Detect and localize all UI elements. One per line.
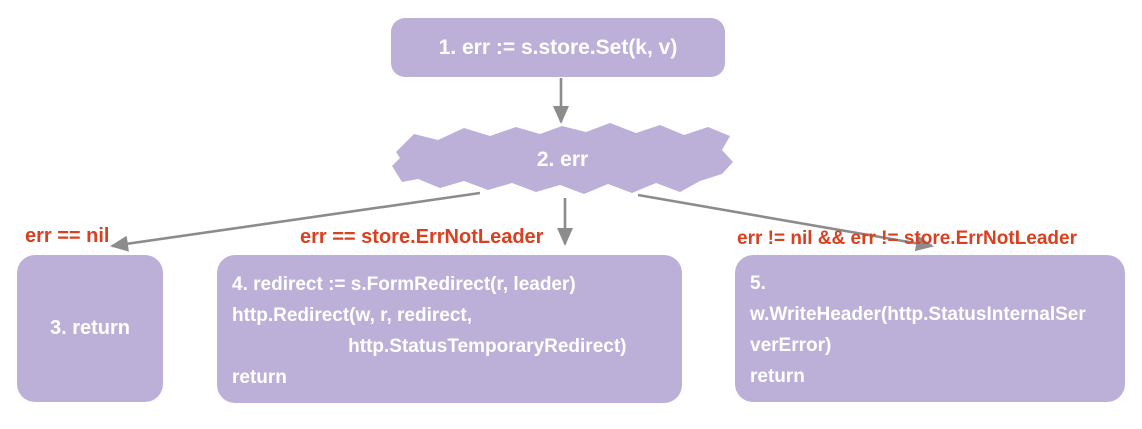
node-step3-return: 3. return (17, 255, 163, 402)
condition-err-other: err != nil && err != store.ErrNotLeader (737, 228, 1077, 249)
node-step4-redirect: 4. redirect := s.FormRedirect(r, leader)… (217, 255, 682, 403)
code-line: return (232, 367, 287, 388)
condition-err-notleader: err == store.ErrNotLeader (300, 226, 544, 248)
code-line: http.StatusTemporaryRedirect) (232, 336, 627, 357)
node-step2-label: 2. err (536, 148, 589, 171)
node-step3-label: 3. return (49, 317, 131, 339)
code-line: 5. (750, 273, 766, 294)
node-step5-internal-error: 5. w.WriteHeader(http.StatusInternalSer … (735, 255, 1125, 402)
burst-shape (392, 123, 733, 194)
code-line: verError) (750, 335, 832, 356)
node-step2-err-burst: 2. err (392, 118, 733, 200)
node-step1-label: 1. err := s.store.Set(k, v) (438, 35, 678, 59)
condition-err-nil: err == nil (25, 225, 110, 247)
code-line: 4. redirect := s.FormRedirect(r, leader) (232, 274, 576, 295)
code-line: w.WriteHeader(http.StatusInternalSer (750, 304, 1086, 325)
node-step1-store-set: 1. err := s.store.Set(k, v) (391, 18, 725, 77)
code-line: return (750, 366, 805, 387)
code-line: http.Redirect(w, r, redirect, (232, 305, 473, 326)
